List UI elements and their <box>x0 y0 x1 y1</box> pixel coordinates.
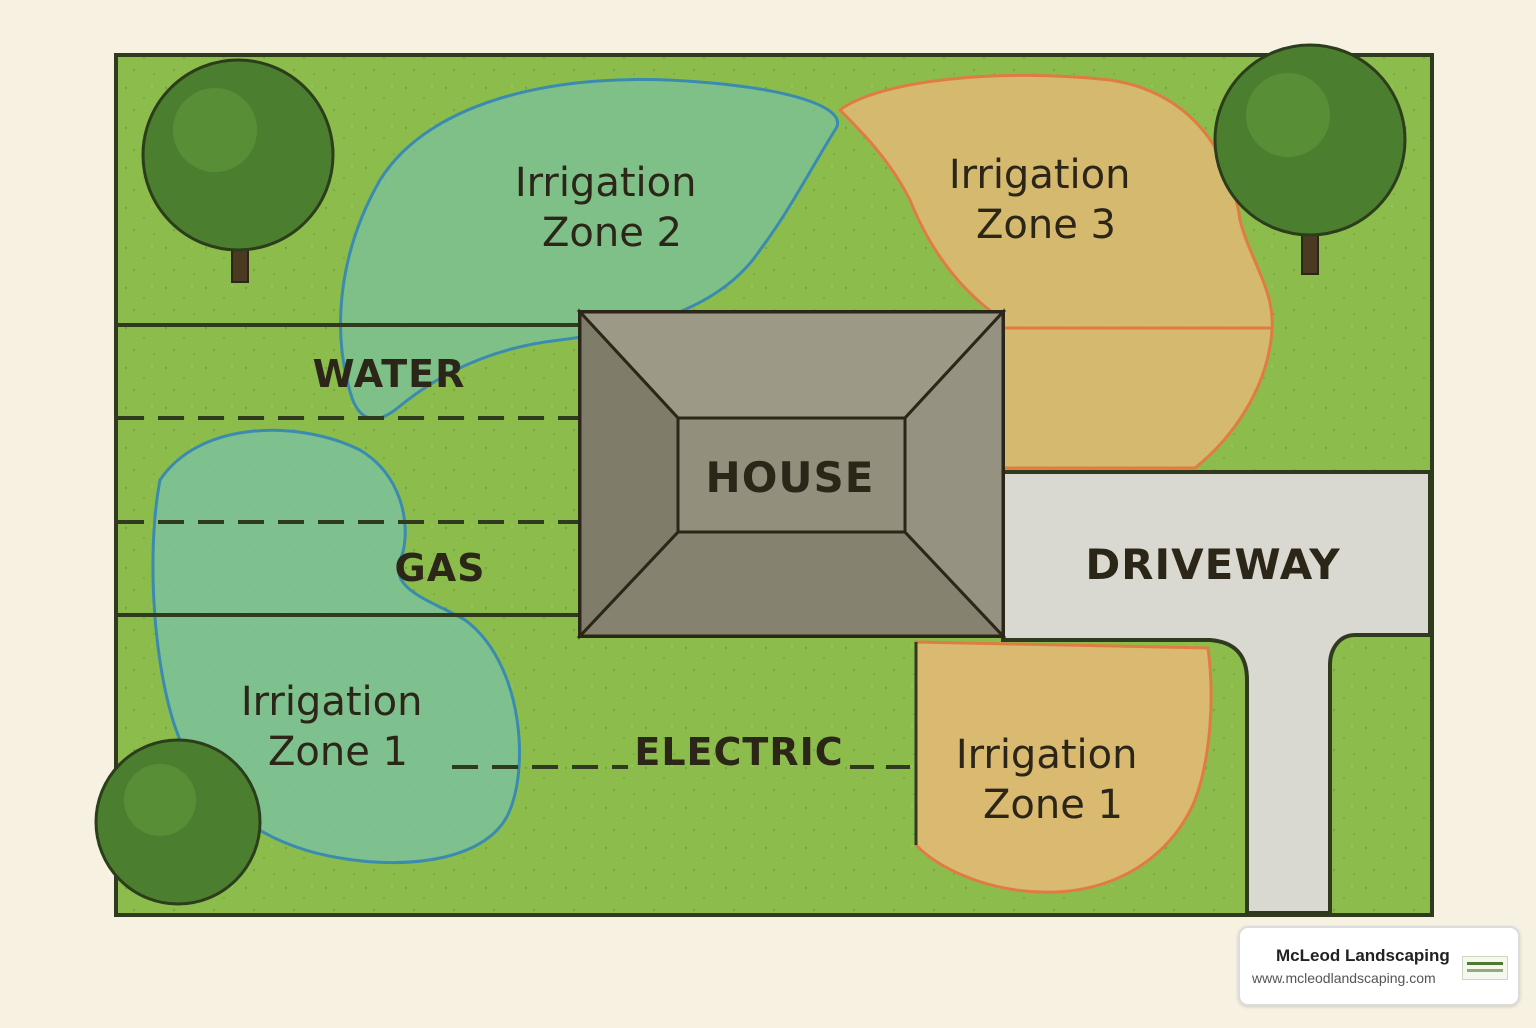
mcleod-logo-bar-bottom <box>1467 969 1503 972</box>
house-roof-ridge <box>676 416 907 534</box>
zone-2-label-line-2: Zone 2 <box>542 210 682 256</box>
brand-card: McLeod Landscaping www.mcleodlandscaping… <box>1238 926 1520 1006</box>
house <box>576 308 1007 640</box>
zone-1-left-label-line-1: Irrigation <box>241 679 423 725</box>
zone-3-label: Irrigation Zone 3 <box>949 152 1143 248</box>
irrigation-zone-2-area <box>339 77 839 420</box>
zone-3-label-line-1: Irrigation <box>949 152 1131 198</box>
tree-top-right-highlight <box>1246 73 1330 157</box>
tree-top-right <box>1213 43 1407 275</box>
brand-name: McLeod Landscaping <box>1276 946 1450 965</box>
driveway-label: DRIVEWAY <box>1085 540 1340 589</box>
electric-label: ELECTRIC <box>634 730 843 774</box>
tree-bottom-left-highlight <box>124 764 196 836</box>
tree-top-left <box>141 58 335 283</box>
mcleod-logo-icon <box>1462 956 1508 980</box>
zone-1-right-label-line-1: Irrigation <box>956 732 1138 778</box>
zone-1-right-label-line-2: Zone 1 <box>983 782 1123 828</box>
gas-label: GAS <box>395 546 486 590</box>
zone-1-left-label-line-2: Zone 1 <box>268 729 408 775</box>
zone-1-right-label: Irrigation Zone 1 <box>956 732 1150 828</box>
zone-1-left-label: Irrigation Zone 1 <box>241 679 435 775</box>
driveway-area <box>1001 470 1432 915</box>
tree-top-left-highlight <box>173 88 257 172</box>
zone-2-label-line-1: Irrigation <box>515 160 697 206</box>
mcleod-logo-bar-top <box>1467 962 1503 965</box>
brand-url[interactable]: www.mcleodlandscaping.com <box>1252 970 1436 986</box>
water-label: WATER <box>313 352 466 396</box>
zone-3-label-line-2: Zone 3 <box>976 202 1116 248</box>
irrigation-zone-3-area <box>837 73 1274 470</box>
house-label: HOUSE <box>706 453 875 502</box>
zone-2-label: Irrigation Zone 2 <box>515 160 709 256</box>
tree-bottom-left <box>94 738 262 906</box>
irrigation-zone-1-right-area <box>914 640 1213 894</box>
